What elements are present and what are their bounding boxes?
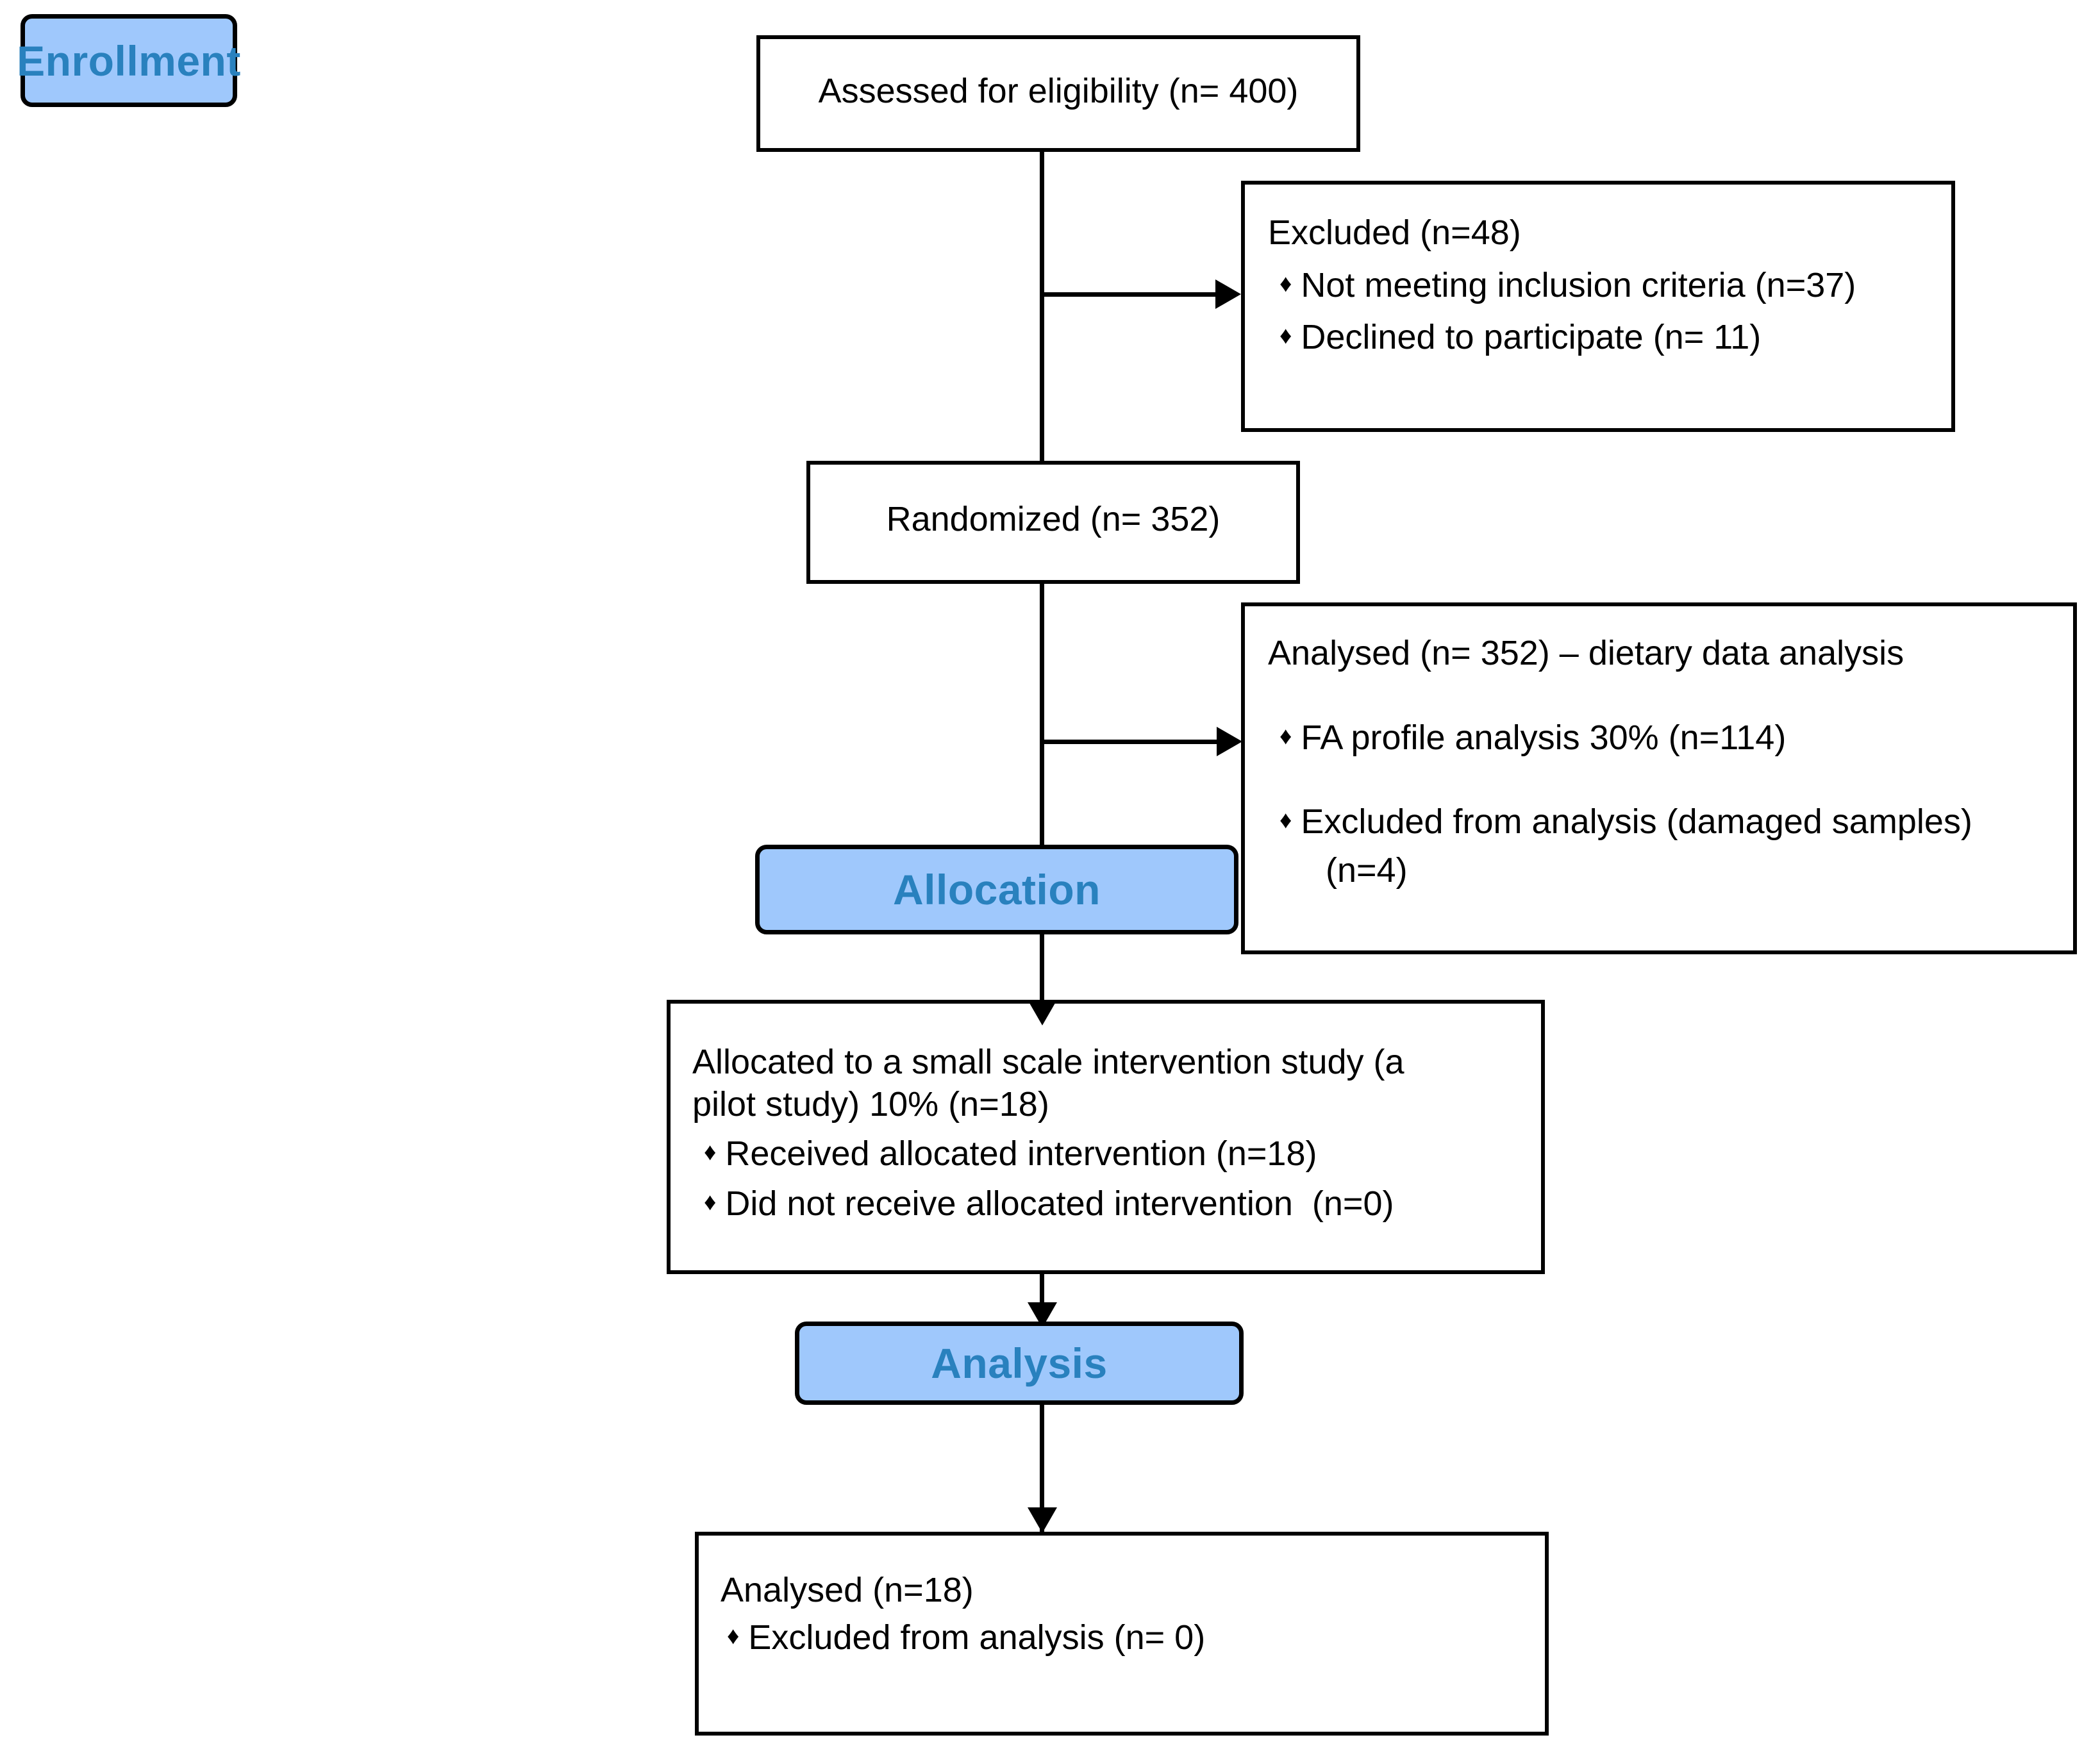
excluded-bullet-2-text: Declined to participate (n= 11) — [1301, 317, 1762, 356]
diamond-bullet-icon: ♦ — [727, 1623, 740, 1650]
randomized-title: Randomized (n= 352) — [886, 500, 1221, 538]
analysed-dietary-bullet-2-text: Excluded from analysis (damaged samples) — [1301, 802, 1972, 841]
diamond-bullet-icon: ♦ — [704, 1188, 717, 1216]
arrowhead-to-analysed-dietary-icon — [1217, 727, 1242, 756]
stage-label-analysis-text: Analysis — [931, 1339, 1108, 1387]
arrowhead-to-allocated-icon — [1028, 1000, 1057, 1025]
box-analysed-dietary: Analysed (n= 352) – dietary data analysi… — [1241, 602, 2077, 954]
analysed-dietary-bullet-1-text: FA profile analysis 30% (n=114) — [1301, 718, 1787, 758]
allocated-title-line-1: Allocated to a small scale intervention … — [692, 1043, 1404, 1081]
diamond-bullet-icon: ♦ — [704, 1138, 717, 1166]
allocated-bullet-2-text: Did not receive allocated intervention (… — [725, 1184, 1394, 1223]
box-excluded: Excluded (n=48) ♦ Not meeting inclusion … — [1241, 181, 1955, 432]
analysed-final-title: Analysed (n=18) — [721, 1571, 974, 1609]
arrowhead-to-analysed-final-icon — [1028, 1507, 1057, 1533]
stage-label-analysis: Analysis — [795, 1322, 1244, 1405]
connector-assessed-to-randomized — [1040, 152, 1044, 461]
allocated-bullet-2: ♦ Did not receive allocated intervention… — [692, 1184, 1519, 1223]
analysed-dietary-title: Analysed (n= 352) – dietary data analysi… — [1268, 634, 1904, 672]
arrowhead-to-excluded-icon — [1215, 279, 1241, 309]
analysed-dietary-bullet-1: ♦ FA profile analysis 30% (n=114) — [1268, 718, 2050, 758]
stage-label-allocation: Allocation — [755, 845, 1238, 934]
box-randomized: Randomized (n= 352) — [806, 461, 1300, 584]
stage-label-allocation-text: Allocation — [892, 866, 1101, 913]
box-assessed-for-eligibility: Assessed for eligibility (n= 400) — [756, 35, 1360, 152]
allocated-bullet-1: ♦ Received allocated intervention (n=18) — [692, 1134, 1519, 1173]
analysed-final-bullet-1: ♦ Excluded from analysis (n= 0) — [721, 1618, 1523, 1657]
stage-label-enrollment: Enrollment — [17, 14, 240, 107]
excluded-bullet-1: ♦ Not meeting inclusion criteria (n=37) — [1268, 267, 1928, 304]
allocated-title-line-2: pilot study) 10% (n=18) — [692, 1085, 1049, 1124]
diamond-bullet-icon: ♦ — [1279, 806, 1292, 834]
excluded-title: Excluded (n=48) — [1268, 213, 1521, 252]
excluded-bullet-2: ♦ Declined to participate (n= 11) — [1268, 317, 1928, 356]
excluded-bullet-1-text: Not meeting inclusion criteria (n=37) — [1301, 266, 1856, 305]
diamond-bullet-icon: ♦ — [1279, 270, 1292, 298]
connector-branch-to-analysed-dietary — [1040, 740, 1232, 744]
connector-branch-to-excluded — [1040, 292, 1219, 297]
analysed-dietary-bullet-2: ♦ Excluded from analysis (damaged sample… — [1268, 802, 2050, 841]
diamond-bullet-icon: ♦ — [1279, 723, 1292, 750]
box-allocated: Allocated to a small scale intervention … — [667, 1000, 1545, 1274]
connector-analysis-to-analysed-final — [1040, 1405, 1044, 1533]
analysed-dietary-continuation: (n=4) — [1326, 850, 1408, 890]
analysed-final-bullet-1-text: Excluded from analysis (n= 0) — [748, 1618, 1206, 1657]
connector-randomized-to-allocated — [1040, 584, 1044, 1024]
stage-label-enrollment-text: Enrollment — [17, 37, 241, 85]
assessed-title: Assessed for eligibility (n= 400) — [818, 72, 1299, 110]
allocated-bullet-1-text: Received allocated intervention (n=18) — [725, 1134, 1317, 1173]
box-analysed-final: Analysed (n=18) ♦ Excluded from analysis… — [695, 1532, 1549, 1736]
diamond-bullet-icon: ♦ — [1279, 322, 1292, 349]
